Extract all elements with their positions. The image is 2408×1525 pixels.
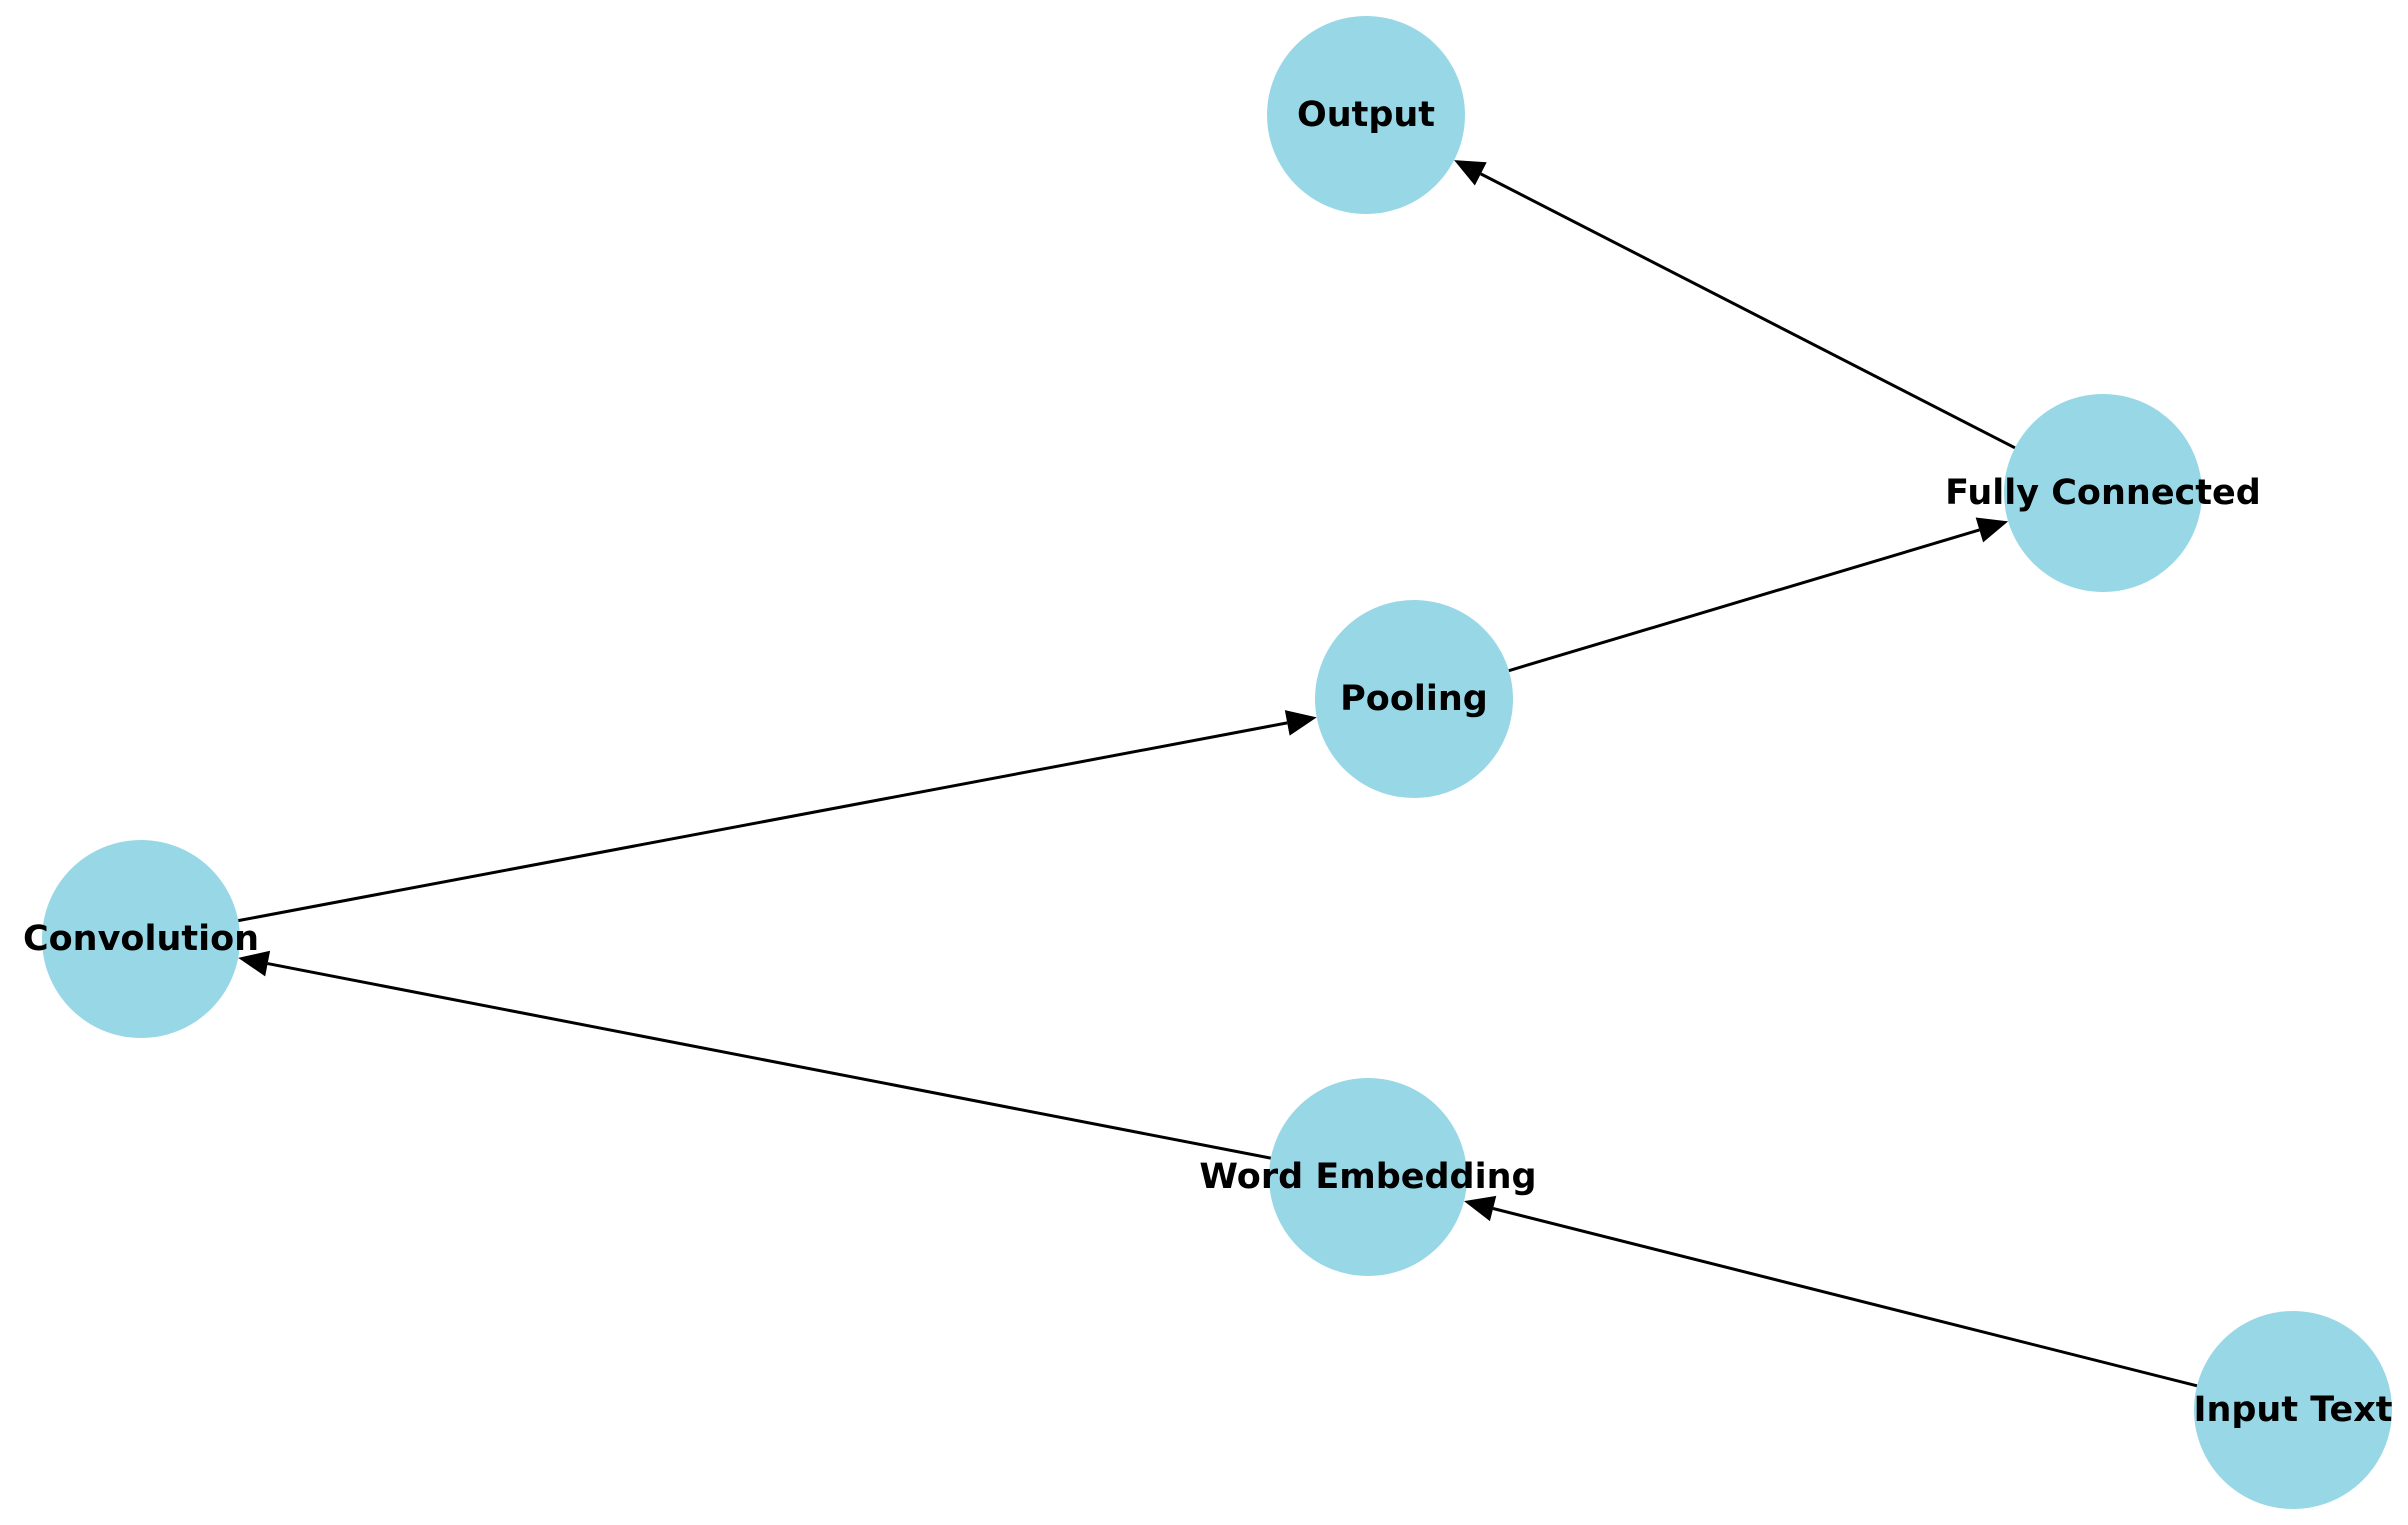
node-pooling-label: Pooling (1340, 679, 1488, 719)
edge-line (238, 721, 1288, 923)
arrowhead (1975, 517, 2009, 543)
edge-line (1492, 1207, 2198, 1388)
node-fully-connected-circle (2004, 394, 2202, 592)
nodes-layer: Output Fully Connected Pooling Convoluti… (23, 16, 2393, 1509)
edges-layer (238, 160, 2198, 1388)
edge-fully-connected-to-output (1454, 160, 2016, 450)
arrowhead (1454, 160, 1487, 186)
node-fully-connected: Fully Connected (1945, 394, 2261, 592)
node-word-embedding-circle (1269, 1078, 1467, 1276)
edge-line (1480, 172, 2016, 450)
arrowhead (238, 950, 271, 977)
node-word-embedding-label: Word Embedding (1199, 1157, 1536, 1197)
node-word-embedding: Word Embedding (1199, 1078, 1537, 1276)
node-convolution-circle (42, 840, 240, 1038)
edge-input-text-to-word-embedding (1464, 1195, 2198, 1388)
arrowhead (1464, 1195, 1497, 1222)
edge-convolution-to-pooling (238, 710, 1317, 923)
node-input-text-label: Input Text (2193, 1390, 2392, 1430)
edge-line (1508, 528, 1980, 673)
node-pooling-circle (1315, 600, 1513, 798)
node-output: Output (1267, 16, 1465, 214)
node-pooling: Pooling (1315, 600, 1513, 798)
node-convolution-label: Convolution (23, 919, 259, 959)
edge-word-embedding-to-convolution (238, 950, 1272, 1160)
node-output-circle (1267, 16, 1465, 214)
arrowhead (1284, 710, 1317, 736)
node-fully-connected-label: Fully Connected (1945, 473, 2261, 513)
node-output-label: Output (1297, 95, 1435, 135)
edge-line (267, 962, 1272, 1160)
edge-pooling-to-fully-connected (1508, 517, 2009, 673)
node-input-text-circle (2194, 1311, 2392, 1509)
node-input-text: Input Text (2193, 1311, 2393, 1509)
node-convolution: Convolution (23, 840, 259, 1038)
